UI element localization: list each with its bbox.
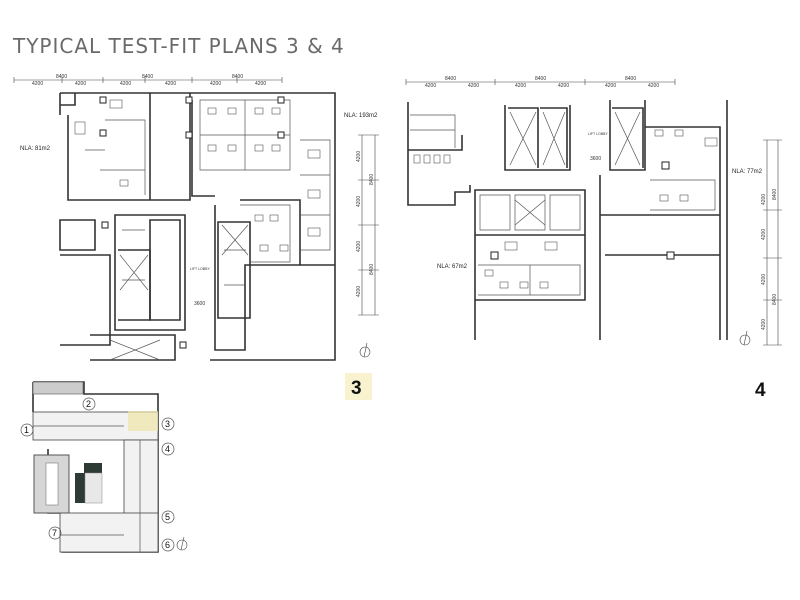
dimension-label: 4200: [468, 83, 479, 89]
north-arrow-icon: [739, 330, 751, 346]
dimension-label: 4200: [356, 286, 362, 297]
dimension-line-side: 4200 8400 4200 4200 8400 4200: [356, 134, 379, 316]
dimension-label: 8400: [772, 189, 778, 200]
zone-marker-2: 2: [86, 399, 91, 409]
plan-number-badge: [345, 373, 372, 400]
dimension-label: 4200: [761, 319, 767, 330]
dimension-label: 8400: [625, 76, 636, 82]
plan-number-3: 3: [351, 378, 362, 399]
page-title: TYPICAL TEST-FIT PLANS 3 & 4: [13, 34, 345, 58]
floor-plan-4: 8400 4200 4200 8400 4200 4200 8400 4200 …: [405, 76, 782, 401]
north-arrow-icon: [176, 536, 188, 551]
dimension-label: 4200: [356, 196, 362, 207]
north-arrow-icon: [359, 342, 371, 358]
dimension-label: 4200: [210, 81, 221, 87]
dimension-label: 4200: [356, 241, 362, 252]
dimension-label: 4200: [120, 81, 131, 87]
dimension-label: 8400: [232, 74, 243, 80]
nla-label-right: NLA: 193m2: [344, 113, 378, 119]
dimension-label: 8400: [445, 76, 456, 82]
zone-marker-3: 3: [165, 419, 170, 429]
dimension-label: 4200: [425, 83, 436, 89]
lobby-width-label: 3600: [194, 301, 205, 307]
key-plan: 1 2 3 4 5 6 7: [20, 381, 188, 553]
dimension-label: 4200: [515, 83, 526, 89]
dimension-label: 8400: [142, 74, 153, 80]
zone-marker-7: 7: [52, 528, 57, 538]
dimension-line-top: 8400 4200 4200 8400 4200 4200 8400 4200 …: [405, 76, 676, 89]
dimension-label: 4200: [761, 194, 767, 205]
dimension-label: 4200: [75, 81, 86, 87]
floor-plan-3: 4200 8400 4200 4200 8400 4200 8400 4200 …: [13, 74, 379, 400]
dimension-label: 4200: [648, 83, 659, 89]
dimension-label: 8400: [369, 174, 375, 185]
nla-label-left: NLA: 81m2: [20, 146, 51, 152]
dimension-label: 4200: [32, 81, 43, 87]
dimension-label: 4200: [605, 83, 616, 89]
dimension-label: 4200: [558, 83, 569, 89]
lift-lobby-label: LIFT LOBBY: [190, 267, 210, 271]
dimension-label: 8400: [772, 294, 778, 305]
nla-label-bottom: NLA: 67m2: [437, 264, 468, 270]
dimension-label: 8400: [369, 264, 375, 275]
zone-marker-4: 4: [165, 444, 170, 454]
dimension-line-side: 4200 8400 4200 4200 8400 4200: [761, 139, 782, 346]
dimension-label: 8400: [535, 76, 546, 82]
zone-marker-5: 5: [165, 512, 170, 522]
zone-marker-6: 6: [165, 540, 170, 550]
lobby-width-label: 3600: [590, 156, 601, 162]
dimension-line-top: 4200 8400 4200 4200 8400 4200 8400 4200 …: [13, 74, 283, 87]
dimension-label: 4200: [255, 81, 266, 87]
dimension-label: 4200: [761, 274, 767, 285]
plan-number-4: 4: [755, 380, 766, 401]
highlighted-zone: [128, 411, 158, 431]
dimension-label: 4200: [165, 81, 176, 87]
dimension-label: 4200: [761, 229, 767, 240]
lift-lobby-label: LIFT LOBBY: [588, 132, 608, 136]
zone-markers: 1 2 3 4 5 6 7: [20, 397, 175, 552]
dimension-label: 8400: [56, 74, 67, 80]
zone-marker-1: 1: [24, 425, 29, 435]
dimension-label: 4200: [356, 151, 362, 162]
nla-label-top: NLA: 77m2: [732, 169, 763, 175]
